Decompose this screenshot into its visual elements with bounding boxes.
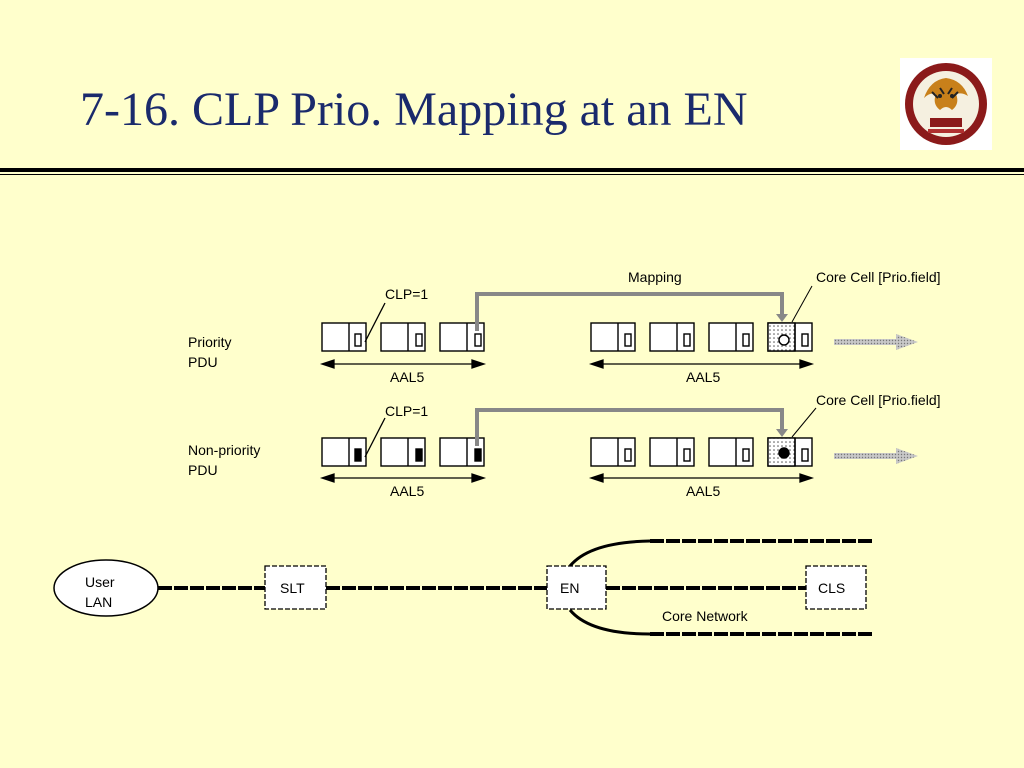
core-cell [708, 437, 754, 467]
en-node: EN [546, 565, 607, 610]
user-lan-node: User LAN [53, 559, 159, 617]
slt-label: SLT [280, 580, 305, 596]
nonpriority-clp-label: CLP=1 [385, 403, 428, 419]
nonpriority-aal5-left-label: AAL5 [390, 483, 424, 499]
nonpriority-aal5-right-arrow [588, 473, 815, 483]
nonpriority-right-cells [590, 437, 813, 467]
core-cell-prio [767, 437, 813, 467]
title-rule-thin [0, 174, 1024, 175]
nonpriority-label-line2: PDU [188, 462, 218, 478]
nonpriority-aal5-right-label: AAL5 [686, 483, 720, 499]
core-arc-top [568, 539, 651, 567]
core-arc-bottom [568, 609, 651, 636]
priority-row: Priority PDU CLP=1 AAL5 Mapping [188, 269, 941, 385]
clp-pointer-line [364, 417, 386, 458]
priority-core-cell-label: Core Cell [Prio.field] [816, 269, 941, 285]
nonpriority-aal5-left-arrow [319, 473, 487, 483]
slide-title: 7-16. CLP Prio. Mapping at an EN [80, 83, 748, 136]
core-cell [590, 437, 636, 467]
aal5-cell [380, 437, 426, 467]
nonpriority-output-arrowhead [896, 448, 918, 464]
korea-university-logo [900, 58, 992, 150]
cls-node: CLS [805, 565, 867, 610]
priority-aal5-left-arrow [319, 359, 487, 369]
network-topology: User LAN SLT EN CLS Core Network [53, 539, 874, 636]
title-rule-thick [0, 168, 1024, 172]
priority-output-arrowhead [896, 334, 918, 350]
aal5-cell [321, 322, 367, 352]
core-cell [649, 322, 695, 352]
slt-node: SLT [264, 565, 327, 610]
priority-aal5-left-label: AAL5 [390, 369, 424, 385]
user-lan-label-line1: User [85, 574, 115, 590]
aal5-cell [321, 437, 367, 467]
en-label: EN [560, 580, 579, 596]
cls-label: CLS [818, 580, 845, 596]
core-cell-pointer [791, 407, 817, 438]
core-cell [708, 322, 754, 352]
mapping-arrow [475, 408, 784, 446]
core-cell-prio [767, 322, 813, 352]
priority-left-cells [321, 322, 485, 352]
core-cell [649, 437, 695, 467]
core-cell [590, 322, 636, 352]
nonpriority-output-arrow [834, 453, 896, 459]
core-cell-pointer [791, 285, 813, 323]
clp-pointer-line [364, 302, 386, 343]
mapping-arrow [475, 292, 784, 331]
priority-label-line1: Priority [188, 334, 232, 350]
priority-right-cells [590, 322, 813, 352]
mapping-arrowhead [776, 429, 788, 437]
nonpriority-left-cells [321, 437, 485, 467]
mapping-arrowhead [776, 314, 788, 322]
mapping-label: Mapping [628, 269, 682, 285]
priority-aal5-right-label: AAL5 [686, 369, 720, 385]
priority-label-line2: PDU [188, 354, 218, 370]
priority-aal5-right-arrow [588, 359, 815, 369]
user-lan-label-line2: LAN [85, 594, 112, 610]
core-network-label: Core Network [662, 608, 749, 624]
aal5-cell [380, 322, 426, 352]
nonpriority-label-line1: Non-priority [188, 442, 260, 458]
priority-clp-label: CLP=1 [385, 286, 428, 302]
nonpriority-row: Non-priority PDU CLP=1 AAL5 [188, 392, 941, 499]
nonpriority-core-cell-label: Core Cell [Prio.field] [816, 392, 941, 408]
priority-output-arrow [834, 339, 896, 345]
